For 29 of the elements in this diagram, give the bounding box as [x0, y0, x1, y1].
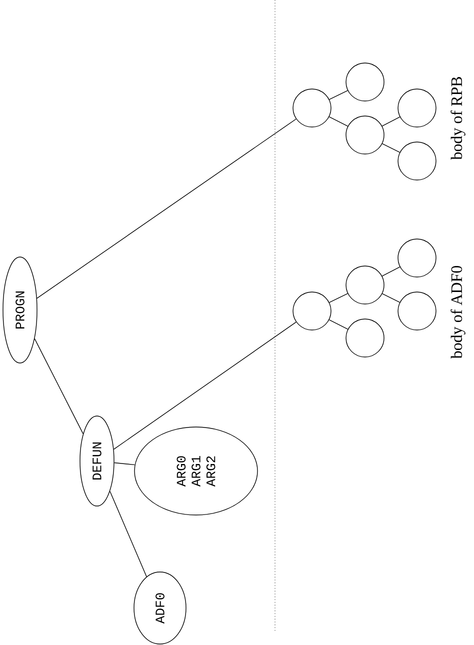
circle-node — [346, 266, 384, 304]
circle-node — [346, 62, 384, 102]
connector-line — [382, 143, 400, 153]
ellipse-node: DEFUN — [80, 416, 114, 506]
circle-node — [398, 88, 436, 128]
connector-line — [328, 319, 348, 330]
tree-label: body of ADF0 — [450, 266, 466, 359]
circle-node — [398, 142, 436, 180]
connector-line — [382, 266, 400, 276]
connector-line — [382, 293, 400, 303]
ellipse-node: ADF0 — [134, 572, 186, 644]
circle-node — [292, 292, 332, 330]
circle-node — [346, 318, 384, 358]
connector-line — [382, 116, 400, 126]
connector-line — [329, 90, 348, 100]
connector-line — [36, 118, 296, 299]
circle-node — [398, 292, 436, 330]
connector-line — [114, 462, 136, 466]
circle-node — [398, 238, 436, 278]
connector-line — [329, 293, 348, 303]
circle-node — [292, 88, 332, 128]
connector-line — [110, 490, 147, 578]
connector-line — [328, 116, 348, 127]
connector-line — [34, 338, 84, 434]
circle-node — [346, 116, 384, 154]
ellipse-node: PROGN — [2, 256, 38, 364]
tree-label: body of RPB — [450, 77, 466, 160]
ellipse-node: ARG0 ARG1 ARG2 — [134, 426, 258, 516]
connector-line — [113, 322, 296, 450]
